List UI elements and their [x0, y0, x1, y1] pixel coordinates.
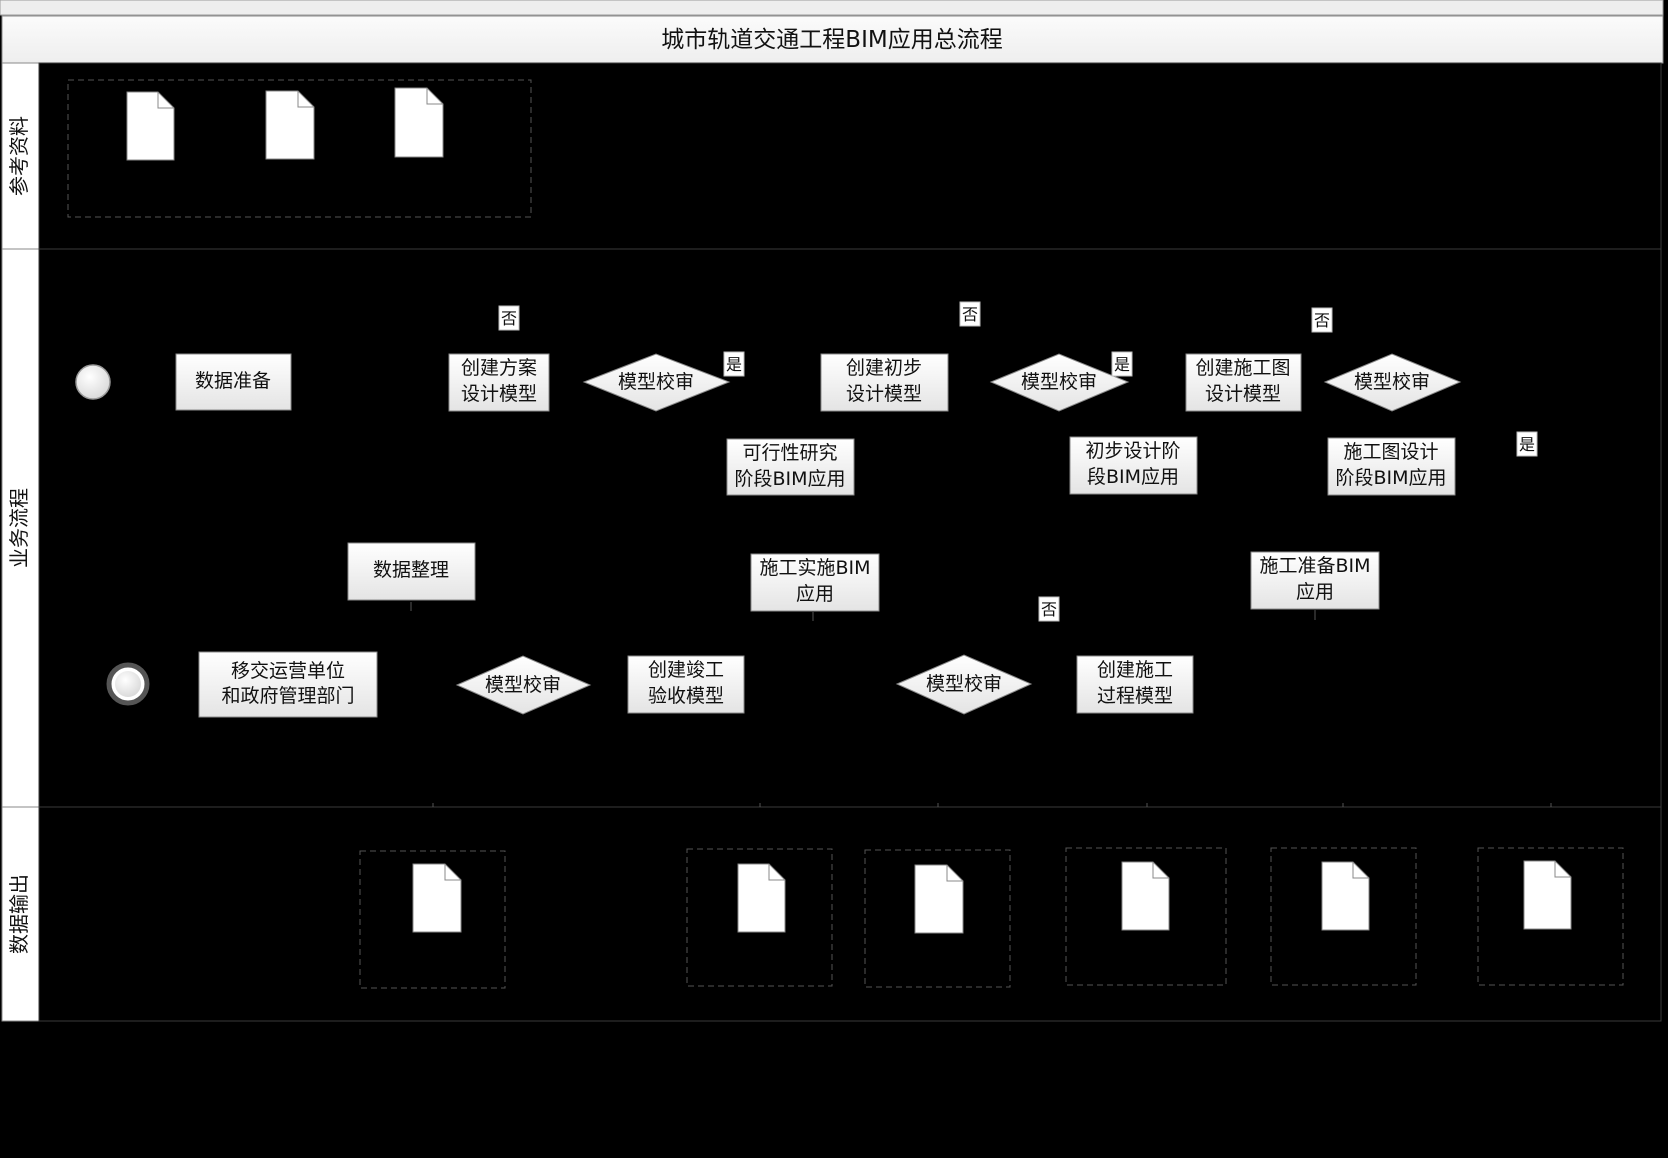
document-icon[interactable]	[1523, 860, 1572, 930]
task-data-prep[interactable]: 数据准备	[175, 353, 292, 411]
task-create-construction-drawing-model[interactable]: 创建施工图 设计模型	[1185, 353, 1302, 412]
output-docs	[359, 847, 1624, 989]
task-create-scheme-model-line2: 设计模型	[461, 383, 537, 405]
svg-text:是: 是	[726, 355, 742, 374]
task-create-completion-model[interactable]: 创建竣工 验收模型	[627, 655, 745, 714]
decision-model-review-3-label: 模型校审	[1354, 371, 1430, 393]
task-data-organize[interactable]: 数据整理	[347, 542, 476, 601]
decision-model-review-5-label: 模型校审	[926, 673, 1002, 695]
document-icon[interactable]	[394, 87, 444, 158]
title-bar: 城市轨道交通工程BIM应用总流程	[1, 15, 1664, 64]
task-create-prelim-model[interactable]: 创建初步 设计模型	[820, 353, 949, 412]
task-create-process-model-line1: 创建施工	[1097, 659, 1173, 681]
task-construction-prep-bim-app-line1: 施工准备BIM	[1259, 555, 1370, 577]
task-handover[interactable]: 移交运营单位 和政府管理部门	[198, 651, 378, 718]
document-icon[interactable]	[914, 864, 964, 934]
decision-model-review-1-label: 模型校审	[618, 371, 694, 393]
output-doc-group	[1065, 847, 1227, 986]
task-construction-impl-bim-app-line2: 应用	[796, 583, 834, 605]
document-icon[interactable]	[1321, 861, 1370, 931]
document-icon[interactable]	[126, 91, 175, 161]
reference-docs-group	[67, 79, 532, 218]
task-construction-impl-bim-app[interactable]: 施工实施BIM 应用	[750, 553, 880, 612]
task-create-process-model[interactable]: 创建施工 过程模型	[1076, 655, 1194, 714]
connector-lines	[410, 602, 1552, 807]
svg-text:否: 否	[501, 309, 517, 328]
output-doc-group	[1270, 847, 1417, 986]
lane-bodies	[38, 62, 1662, 1022]
branch-label-no: 否	[959, 301, 981, 327]
decision-model-review-5[interactable]: 模型校审	[895, 654, 1033, 715]
decision-model-review-4-label: 模型校审	[485, 674, 561, 696]
branch-label-yes: 是	[1111, 351, 1133, 377]
top-strip	[0, 0, 1664, 16]
output-doc-group	[864, 849, 1011, 988]
lane-label-reference: 参考资料	[7, 116, 31, 196]
branch-label-no: 否	[1311, 307, 1333, 333]
document-icon[interactable]	[1121, 861, 1170, 931]
decision-model-review-3[interactable]: 模型校审	[1323, 353, 1462, 412]
start-event[interactable]	[75, 364, 111, 400]
decision-model-review-2[interactable]: 模型校审	[989, 353, 1130, 412]
task-construction-prep-bim-app-line2: 应用	[1296, 581, 1334, 603]
task-create-scheme-model-line1: 创建方案	[461, 357, 537, 379]
lane-header-column: 参考资料 业务流程 数据输出	[1, 62, 40, 1022]
svg-text:否: 否	[1041, 600, 1057, 619]
document-icon[interactable]	[412, 863, 462, 933]
svg-text:是: 是	[1519, 435, 1535, 454]
task-handover-line1: 移交运营单位	[231, 660, 345, 682]
task-construction-drawing-bim-app-line2: 阶段BIM应用	[1335, 467, 1446, 489]
task-construction-prep-bim-app[interactable]: 施工准备BIM 应用	[1250, 551, 1380, 610]
output-doc-group	[686, 848, 833, 987]
end-event[interactable]	[106, 662, 150, 706]
branch-label-no: 否	[1038, 596, 1060, 622]
decision-model-review-1[interactable]: 模型校审	[582, 353, 731, 412]
svg-text:否: 否	[962, 305, 978, 324]
task-data-organize-label: 数据整理	[373, 559, 449, 581]
task-feasibility-bim-app-line2: 阶段BIM应用	[734, 468, 845, 490]
output-doc-group	[359, 850, 506, 989]
decision-model-review-4[interactable]: 模型校审	[455, 655, 592, 715]
task-prelim-bim-app[interactable]: 初步设计阶 段BIM应用	[1069, 436, 1198, 495]
decision-model-review-2-label: 模型校审	[1021, 371, 1097, 393]
task-construction-impl-bim-app-line1: 施工实施BIM	[759, 557, 870, 579]
task-create-construction-drawing-model-line1: 创建施工图	[1195, 357, 1290, 379]
branch-label-yes: 是	[723, 351, 745, 377]
task-feasibility-bim-app-line1: 可行性研究	[742, 442, 837, 464]
task-create-scheme-model[interactable]: 创建方案 设计模型	[448, 353, 550, 412]
task-create-construction-drawing-model-line2: 设计模型	[1205, 383, 1281, 405]
branch-label-yes: 是	[1516, 431, 1538, 457]
svg-text:是: 是	[1114, 355, 1130, 374]
task-create-process-model-line2: 过程模型	[1097, 685, 1173, 707]
branch-label-no: 否	[498, 305, 520, 331]
output-doc-group	[1477, 847, 1624, 986]
page-title: 城市轨道交通工程BIM应用总流程	[661, 27, 1002, 53]
task-prelim-bim-app-line1: 初步设计阶	[1085, 440, 1180, 462]
task-create-prelim-model-line2: 设计模型	[846, 383, 922, 405]
task-feasibility-bim-app[interactable]: 可行性研究 阶段BIM应用	[726, 438, 855, 496]
document-icon[interactable]	[737, 863, 786, 933]
lane-label-output: 数据输出	[7, 874, 31, 954]
task-create-completion-model-line1: 创建竣工	[648, 659, 724, 681]
document-icon[interactable]	[265, 90, 315, 160]
task-prelim-bim-app-line2: 段BIM应用	[1087, 466, 1179, 488]
svg-text:否: 否	[1314, 311, 1330, 330]
task-create-prelim-model-line1: 创建初步	[846, 357, 922, 379]
task-construction-drawing-bim-app[interactable]: 施工图设计 阶段BIM应用	[1327, 437, 1456, 496]
task-create-completion-model-line2: 验收模型	[648, 685, 724, 707]
task-construction-drawing-bim-app-line1: 施工图设计	[1343, 441, 1438, 463]
lane-label-process: 业务流程	[7, 488, 31, 568]
task-handover-line2: 和政府管理部门	[221, 685, 354, 707]
task-data-prep-label: 数据准备	[195, 370, 271, 392]
